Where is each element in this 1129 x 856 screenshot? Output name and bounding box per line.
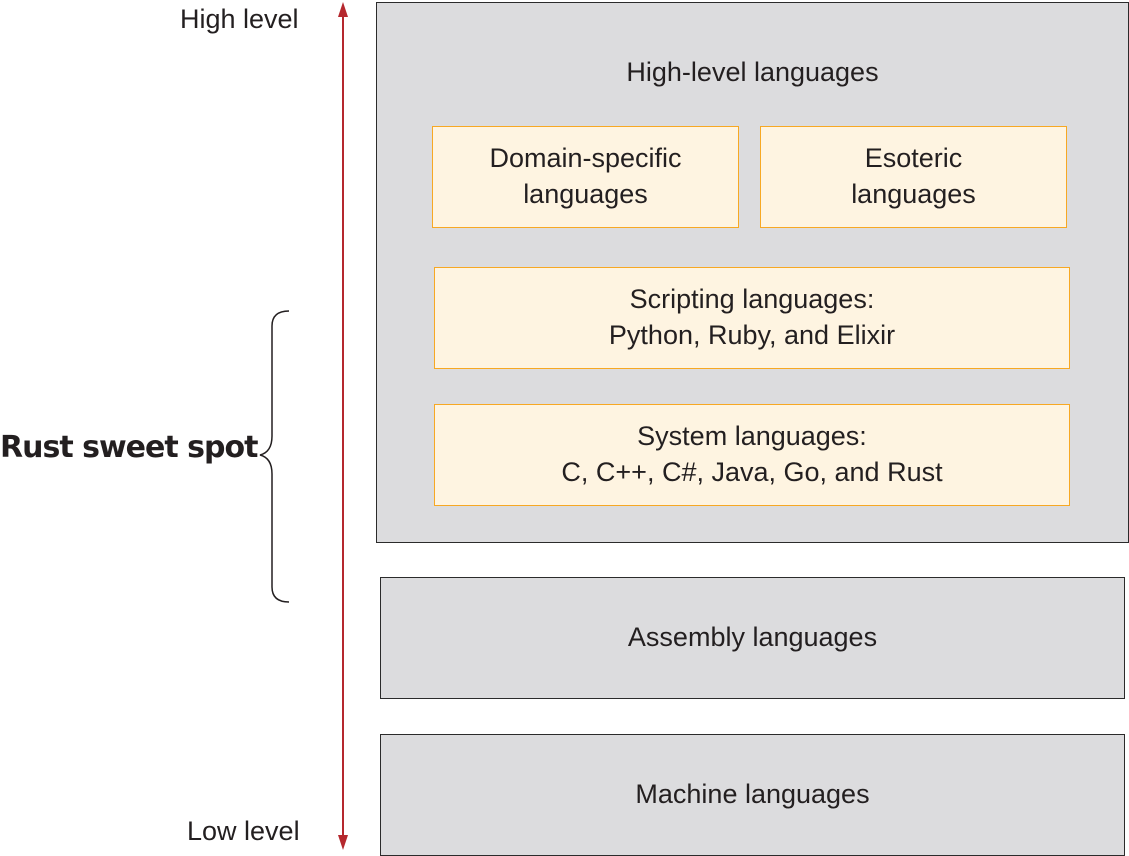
system-line2: C, C++, C#, Java, Go, and Rust — [561, 457, 943, 487]
sweet-spot-brace — [259, 310, 290, 603]
esoteric-line2: languages — [851, 179, 976, 209]
scripting-languages-box: Scripting languages: Python, Ruby, and E… — [434, 267, 1070, 369]
system-languages-box: System languages: C, C++, C#, Java, Go, … — [434, 404, 1070, 506]
machine-languages-title: Machine languages — [635, 779, 870, 810]
arrow-head-up — [338, 2, 348, 17]
scripting-line1: Scripting languages: — [629, 284, 875, 315]
domain-specific-line2: languages — [523, 179, 648, 209]
system-line1: System languages: — [637, 421, 867, 452]
machine-languages-box: Machine languages — [380, 734, 1125, 856]
domain-specific-languages-box: Domain-specific languages — [432, 126, 739, 228]
assembly-languages-title: Assembly languages — [627, 622, 878, 653]
rust-sweet-spot-label: Rust sweet spot — [0, 430, 258, 465]
high-level-languages-title: High-level languages — [626, 57, 879, 87]
level-axis-arrow — [338, 2, 348, 850]
low-level-label: Low level — [187, 816, 300, 846]
high-level-label: High level — [180, 4, 299, 34]
arrow-head-down — [338, 835, 348, 850]
assembly-languages-box: Assembly languages — [380, 577, 1125, 699]
esoteric-languages-box: Esoteric languages — [760, 126, 1067, 228]
scripting-line2: Python, Ruby, and Elixir — [608, 320, 896, 350]
esoteric-line1: Esoteric — [864, 143, 963, 174]
domain-specific-line1: Domain-specific — [489, 143, 682, 174]
